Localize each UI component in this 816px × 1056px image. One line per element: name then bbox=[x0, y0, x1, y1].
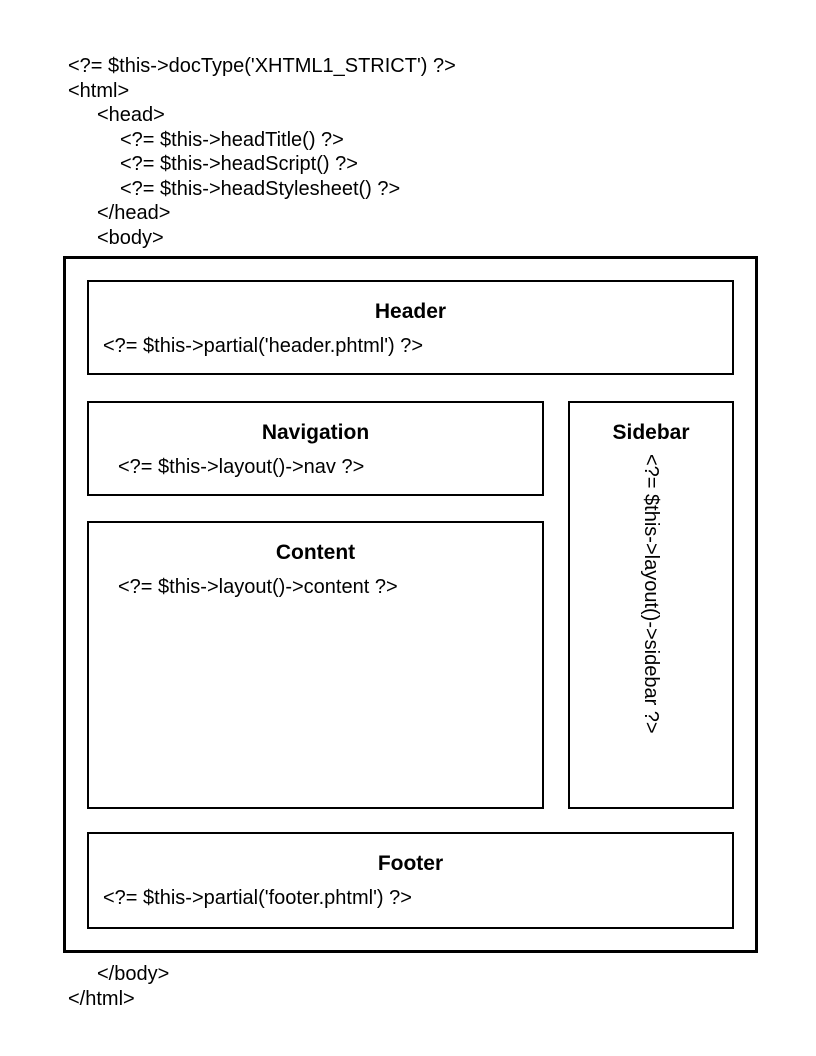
closing-code-block: </body> </html> bbox=[68, 962, 169, 1011]
navigation-box-title: Navigation bbox=[261, 421, 370, 444]
code-line-head-title: <?= $this->headTitle() ?> bbox=[120, 128, 344, 151]
code-line-head-script: <?= $this->headScript() ?> bbox=[120, 153, 358, 175]
code-line-body-open: <body> bbox=[97, 226, 164, 249]
code-line-html-close: </html> bbox=[68, 987, 135, 1010]
header-box-code: <?= $this->partial('header.phtml') ?> bbox=[103, 335, 424, 357]
content-box: Content <?= $this->layout()->content ?> bbox=[87, 521, 544, 809]
footer-box-title: Footer bbox=[377, 852, 444, 875]
content-box-title: Content bbox=[275, 541, 356, 564]
navigation-box-code: <?= $this->layout()->nav ?> bbox=[118, 456, 365, 478]
code-line-head-stylesheet: <?= $this->headStylesheet() ?> bbox=[120, 177, 401, 200]
sidebar-box-code: <?= $this->layout()->sidebar ?> bbox=[640, 454, 662, 734]
code-line-head-close: </head> bbox=[97, 202, 171, 224]
footer-box: Footer <?= $this->partial('footer.phtml'… bbox=[87, 832, 734, 929]
header-box: Header <?= $this->partial('header.phtml'… bbox=[87, 280, 734, 375]
sidebar-box: Sidebar <?= $this->layout()->sidebar ?> bbox=[568, 401, 734, 809]
code-line-doctype: <?= $this->docType('XHTML1_STRICT') ?> bbox=[68, 55, 456, 77]
navigation-box: Navigation <?= $this->layout()->nav ?> bbox=[87, 401, 544, 496]
header-box-title: Header bbox=[374, 300, 447, 323]
code-line-body-close: </body> bbox=[97, 963, 170, 985]
layout-outer-box: Header <?= $this->partial('header.phtml'… bbox=[63, 256, 758, 953]
code-line-html-open: <html> bbox=[68, 79, 130, 102]
sidebar-box-title: Sidebar bbox=[612, 421, 690, 444]
footer-box-code: <?= $this->partial('footer.phtml') ?> bbox=[103, 887, 412, 909]
code-line-head-open: <head> bbox=[97, 104, 165, 126]
opening-code-block: <?= $this->docType('XHTML1_STRICT') ?> <… bbox=[68, 54, 456, 250]
content-box-code: <?= $this->layout()->content ?> bbox=[118, 576, 398, 598]
